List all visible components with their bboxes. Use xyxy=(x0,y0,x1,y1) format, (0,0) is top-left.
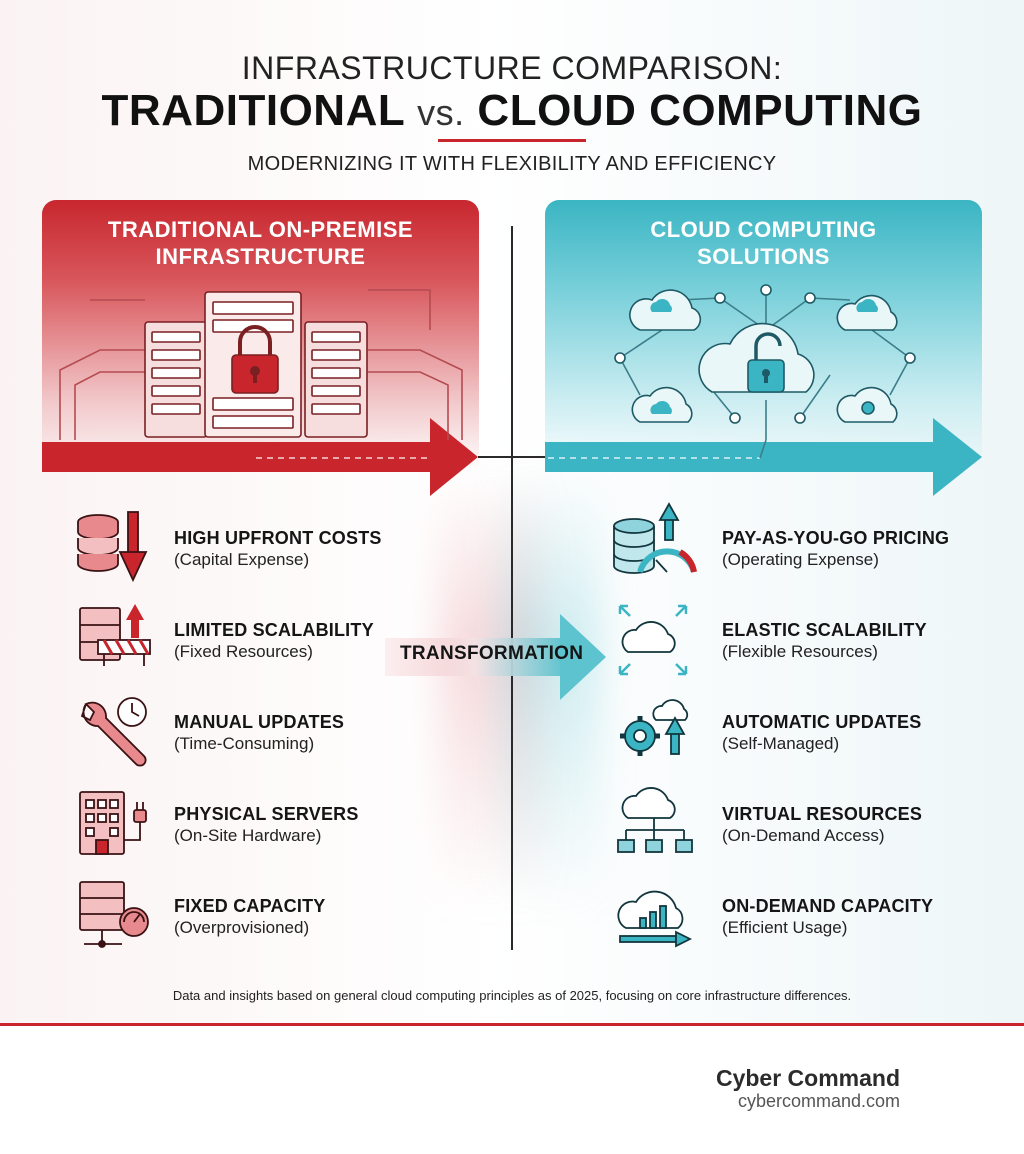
header-kicker: INFRASTRUCTURE COMPARISON: xyxy=(241,50,783,86)
building-plug-icon xyxy=(79,791,147,855)
feature-title: VIRTUAL RESOURCES xyxy=(722,804,923,824)
cloud-network-icon xyxy=(617,787,693,853)
red-glow-decoration xyxy=(440,470,540,910)
cloud-title-line1: CLOUD COMPUTING xyxy=(650,217,877,242)
feature-title: LIMITED SCALABILITY xyxy=(174,620,374,640)
traditional-title-line1: TRADITIONAL ON-PREMISE xyxy=(107,217,414,242)
cloud-arrow xyxy=(545,418,982,496)
feature-title: AUTOMATIC UPDATES xyxy=(722,712,922,732)
server-barrier-icon xyxy=(79,604,151,666)
feature-title: PHYSICAL SERVERS xyxy=(174,804,359,824)
feature-title: ON-DEMAND CAPACITY xyxy=(722,896,934,916)
page-title: TRADITIONAL vs. CLOUD COMPUTING xyxy=(0,86,1024,136)
brand-url: cybercommand.com xyxy=(737,1091,900,1111)
title-vs: vs. xyxy=(417,92,465,133)
feature-title: HIGH UPFRONT COSTS xyxy=(174,528,382,548)
feature-title: PAY-AS-YOU-GO PRICING xyxy=(722,528,950,548)
traditional-panel-title: TRADITIONAL ON-PREMISE INFRASTRUCTURE xyxy=(42,216,479,270)
feature-desc: (Operating Expense) xyxy=(722,550,879,569)
database-gauge-icon xyxy=(613,502,697,574)
coin-stack-down-arrow-icon xyxy=(77,511,148,583)
teal-glow-decoration xyxy=(500,470,600,910)
cloud-panel-title: CLOUD COMPUTING SOLUTIONS xyxy=(545,216,982,270)
feature-desc: (Overprovisioned) xyxy=(174,918,310,937)
cloud-title-line2: SOLUTIONS xyxy=(697,244,830,269)
title-underline xyxy=(438,139,586,142)
title-left-term: TRADITIONAL xyxy=(101,86,405,135)
traditional-arrow xyxy=(42,418,478,496)
server-rack-lock-illustration xyxy=(59,289,463,440)
wrench-clock-icon xyxy=(80,697,147,767)
footnote: Data and insights based on general cloud… xyxy=(172,988,852,1003)
illustrations xyxy=(42,284,982,948)
transformation-arrow xyxy=(385,614,606,700)
feature-title: ELASTIC SCALABILITY xyxy=(722,620,927,640)
feature-desc: (Capital Expense) xyxy=(174,550,310,569)
brand-name: Cyber Command xyxy=(715,1065,900,1091)
title-right-term: CLOUD COMPUTING xyxy=(477,86,923,135)
feature-title: FIXED CAPACITY xyxy=(174,896,326,916)
server-gauge-icon xyxy=(79,881,149,948)
page-subtitle: MODERNIZING IT WITH FLEXIBILITY AND EFFI… xyxy=(247,153,777,175)
cloud-expand-icon xyxy=(618,604,688,676)
cloud-bar-chart-icon xyxy=(617,890,693,948)
feature-desc: (Self-Managed) xyxy=(722,734,840,753)
center-connector-line xyxy=(478,456,546,458)
transformation-label: TRANSFORMATION xyxy=(400,643,584,664)
feature-desc: (Time-Consuming) xyxy=(174,734,315,753)
gear-cloud-arrow-icon xyxy=(620,699,689,756)
center-divider xyxy=(511,226,513,950)
traditional-title-line2: INFRASTRUCTURE xyxy=(155,244,366,269)
feature-desc: (On-Demand Access) xyxy=(722,826,885,845)
feature-desc: (Fixed Resources) xyxy=(174,642,313,661)
cloud-network-lock-illustration xyxy=(614,284,916,459)
feature-title: MANUAL UPDATES xyxy=(174,712,345,732)
feature-desc: (On-Site Hardware) xyxy=(174,826,322,845)
feature-desc: (Flexible Resources) xyxy=(722,642,878,661)
footer-divider xyxy=(0,1023,1024,1026)
feature-desc: (Efficient Usage) xyxy=(722,918,848,937)
